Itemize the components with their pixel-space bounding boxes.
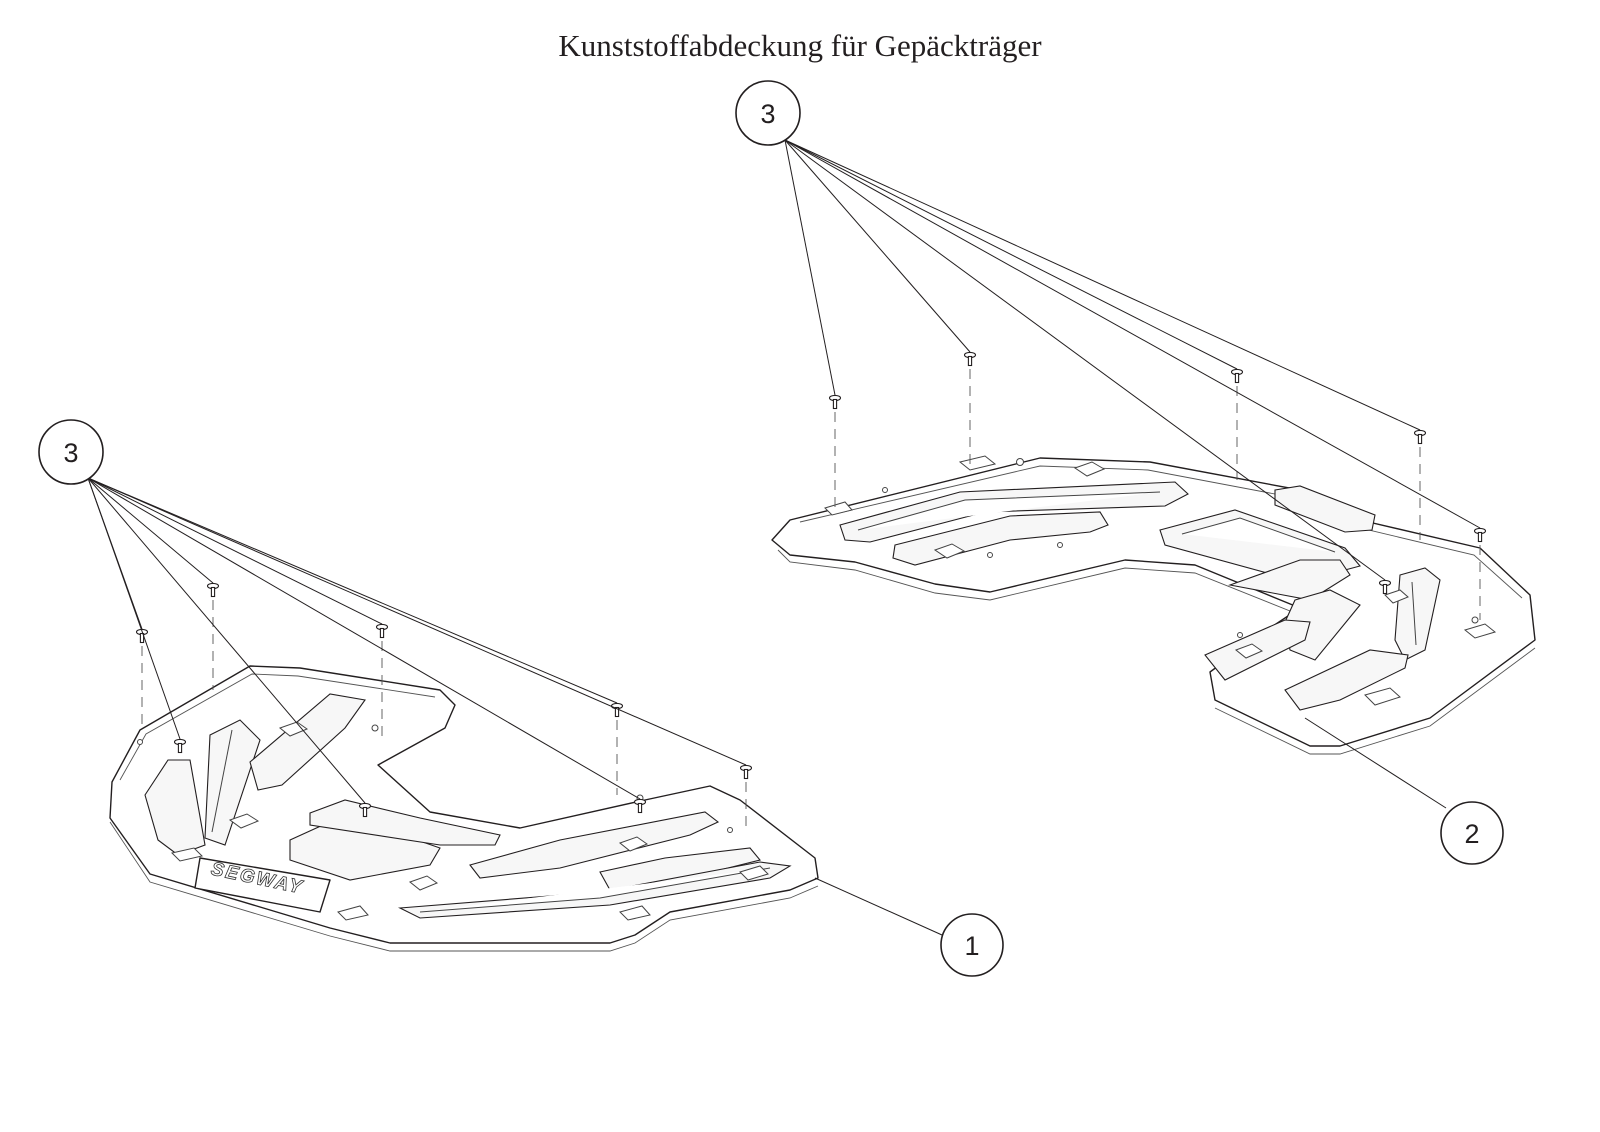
screw xyxy=(1413,429,1427,445)
leader-line-screw xyxy=(784,139,1421,431)
leader-part-1 xyxy=(814,877,943,936)
screw xyxy=(206,582,220,598)
screw xyxy=(1473,527,1487,543)
screw xyxy=(1230,368,1244,384)
leader-line-screw xyxy=(784,139,1386,581)
callout-screws-right: 3 xyxy=(735,80,801,146)
callout-part-2: 2 xyxy=(1440,801,1504,865)
screw xyxy=(828,394,842,410)
leader-line-screw xyxy=(87,477,214,584)
leader-line-screw xyxy=(784,139,1481,529)
callout-label-screws-left: 3 xyxy=(63,438,78,468)
screw xyxy=(963,351,977,367)
rack-cover-part-1: SEGWAY xyxy=(109,665,819,952)
leader-lines xyxy=(87,139,1481,804)
callout-label-part-2: 2 xyxy=(1464,819,1479,849)
screw xyxy=(375,623,389,639)
leader-line-screw xyxy=(87,477,618,704)
rack-cover-part-2 xyxy=(771,455,1536,755)
leader-line-screw xyxy=(87,477,181,740)
leader-line-screw xyxy=(87,477,366,804)
callout-label-part-1: 1 xyxy=(964,931,979,961)
callout-part-1: 1 xyxy=(940,913,1004,977)
leader-line-screw xyxy=(87,477,641,800)
screws-group xyxy=(135,351,1487,830)
callout-screws-left: 3 xyxy=(38,419,104,485)
screw-seated xyxy=(1378,579,1392,595)
screw xyxy=(739,764,753,780)
leader-line-screw xyxy=(87,477,383,625)
leader-part-2 xyxy=(1304,717,1447,809)
screw-seated xyxy=(173,738,187,754)
leader-line-screw xyxy=(87,477,747,766)
screw-seated xyxy=(633,798,647,814)
screw-seated xyxy=(358,802,372,818)
leader-line-screw xyxy=(784,139,836,396)
leader-line-screw xyxy=(784,139,971,353)
callout-label-screws-right: 3 xyxy=(760,99,775,129)
leader-line-screw xyxy=(784,139,1238,370)
diagram-title: Kunststoffabdeckung für Gepäckträger xyxy=(558,28,1042,63)
